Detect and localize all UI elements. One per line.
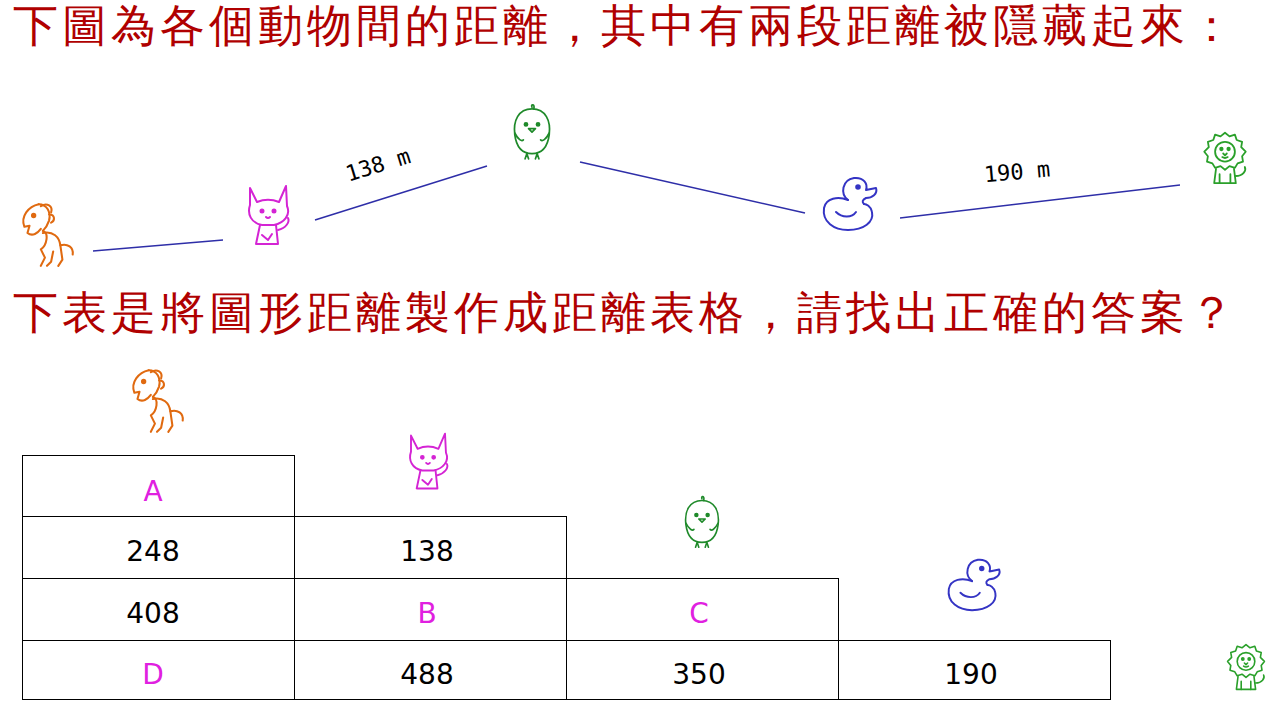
distance-label: 190 m [983,157,1051,188]
lion-icon [1204,133,1245,183]
unknown-cell: C [689,598,709,630]
duck-icon [824,178,877,230]
chick-icon [686,497,719,548]
horse-icon [23,204,72,266]
horse-icon [133,370,182,432]
lion-icon [1228,645,1265,690]
unknown-cell: A [143,476,162,508]
unknown-cell: D [142,659,164,691]
cat-icon [410,434,447,489]
duck-icon [949,560,1000,610]
distance-line [580,162,805,213]
cat-icon [249,186,288,244]
question-text: 下表是將圖形距離製作成距離表格，請找出正確的答案？ [13,287,1238,339]
distance-table [23,456,1111,700]
unknown-cell: B [417,598,436,630]
heading: 下圖為各個動物間的距離，其中有兩段距離被隱藏起來： [13,0,1238,52]
table-cell: 248 [126,536,179,568]
table-cell: 138 [400,536,453,568]
distance-line [315,166,487,220]
distance-label: 138 m [343,143,414,187]
table-cell: 488 [400,659,453,691]
table-cell: 190 [944,659,997,691]
chick-icon [514,105,549,159]
table-cell: 408 [126,598,179,630]
distance-line [93,240,223,251]
table-cell: 350 [672,659,725,691]
distance-line [900,185,1180,218]
